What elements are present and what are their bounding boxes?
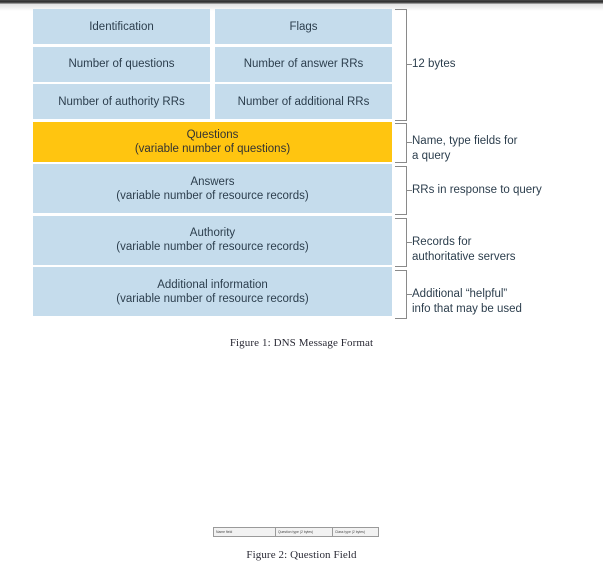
bracket-tick-authority	[406, 242, 412, 244]
section-authority: Authority (variable number of resource r…	[33, 215, 392, 265]
bracket-tick-additional	[406, 294, 412, 296]
field-number-of-additional-rrs: Number of additional RRs	[215, 84, 392, 119]
field-label: Number of authority RRs	[58, 95, 185, 108]
section-questions: Questions (variable number of questions)	[33, 121, 392, 162]
field-flags: Flags	[215, 9, 392, 44]
field-label: Number of questions	[68, 58, 175, 70]
section-title: Additional information	[157, 278, 268, 291]
figure-2-caption: Figure 2: Question Field	[246, 549, 357, 561]
table-row: Identification Flags	[33, 9, 392, 44]
field-identification: Identification	[33, 9, 210, 44]
field-label: Flags	[289, 20, 318, 33]
table-row: Authority (variable number of resource r…	[33, 215, 392, 265]
table-row: Number of questions Number of answer RRs	[33, 46, 392, 82]
figure-1-dns-message-format: Identification Flags Number of questions…	[33, 9, 542, 349]
section-subtitle: (variable number of resource records)	[116, 292, 309, 305]
table-row: Answers (variable number of resource rec…	[33, 164, 392, 213]
section-subtitle: (variable number of resource records)	[116, 189, 309, 202]
field-label: Identification	[89, 20, 154, 33]
section-title: Questions	[186, 128, 239, 141]
dns-message-diagram: Identification Flags Number of questions…	[33, 9, 392, 319]
annotation-name-type-fields: Name, type fields for a query	[412, 135, 518, 162]
field-label: Number of additional RRs	[237, 95, 370, 108]
page-top-edge-bar	[0, 0, 603, 4]
table-row: Number of authority RRs Number of additi…	[33, 84, 392, 119]
section-answers: Answers (variable number of resource rec…	[33, 164, 392, 213]
section-subtitle: (variable number of questions)	[134, 142, 291, 155]
section-additional-information: Additional information (variable number …	[33, 267, 392, 316]
field-number-of-answer-rrs: Number of answer RRs	[215, 46, 392, 82]
table-row: Additional information (variable number …	[33, 267, 392, 316]
figure-1-caption: Figure 1: DNS Message Format	[229, 337, 374, 349]
cell-name-field: Name field	[214, 528, 276, 536]
section-title: Authority	[189, 227, 236, 239]
cell-question-type: Question type (2 bytes)	[276, 528, 333, 536]
field-label: Number of answer RRs	[243, 58, 364, 70]
field-number-of-authority-rrs: Number of authority RRs	[33, 84, 210, 119]
section-subtitle: (variable number of resource records)	[116, 241, 309, 253]
cell-class-type: Class type (2 bytes)	[335, 530, 365, 534]
bracket-tick-questions	[406, 142, 412, 144]
figure-2-question-field-table: Name field Question type (2 bytes) Class…	[213, 527, 379, 537]
bracket-tick-answers	[406, 190, 412, 192]
annotation-records-authoritative-servers: Records for authoritative servers	[412, 236, 516, 263]
table-row: Questions (variable number of questions)	[33, 121, 392, 162]
section-title: Answers	[190, 175, 235, 188]
bracket-tick-header	[406, 64, 412, 66]
annotation-12-bytes: 12 bytes	[412, 58, 456, 70]
field-number-of-questions: Number of questions	[33, 46, 210, 82]
annotation-rrs-in-response: RRs in response to query	[412, 184, 542, 196]
annotation-additional-helpful-info: Additional “helpful” info that may be us…	[412, 288, 522, 315]
page-top-fade	[0, 4, 603, 11]
